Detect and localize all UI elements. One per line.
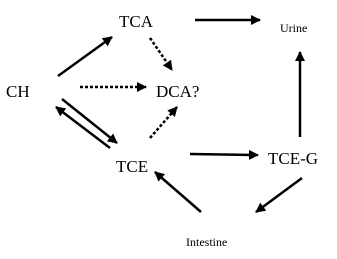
node-tce: TCE xyxy=(116,157,149,176)
arrow-intestine-to-tce xyxy=(154,171,202,213)
node-ch: CH xyxy=(6,82,30,101)
arrow-tce-to-dca xyxy=(149,106,178,139)
node-dca: DCA? xyxy=(156,82,200,101)
node-tca: TCA xyxy=(119,12,153,31)
arrow-tceg-to-intestine xyxy=(255,176,303,214)
arrow-ch-to-tce xyxy=(61,98,118,144)
node-intestine: Intestine xyxy=(186,235,228,249)
arrow-ch-to-tca xyxy=(57,35,113,78)
node-urine: Urine xyxy=(280,21,308,35)
arrow-tce-to-tceg xyxy=(189,149,259,160)
arrow-tce-to-ch xyxy=(55,106,111,149)
node-tce-g: TCE-G xyxy=(268,149,319,168)
arrow-tca-to-dca xyxy=(148,37,174,71)
